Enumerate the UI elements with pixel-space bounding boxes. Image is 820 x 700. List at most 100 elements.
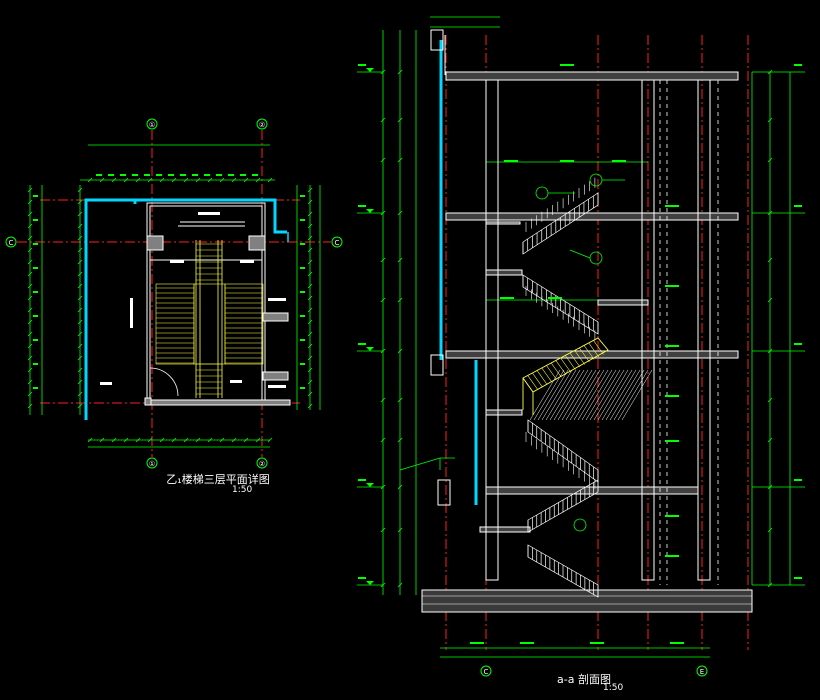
plan-glass-curtain-wall <box>84 198 289 420</box>
dimension-label <box>504 160 518 162</box>
dimension-label <box>665 555 679 557</box>
dim-tick <box>397 348 403 354</box>
hatch-line <box>621 369 653 421</box>
hatch-line <box>537 369 569 421</box>
dim-tick <box>380 117 386 123</box>
dim-tick <box>307 319 313 325</box>
dim-tick <box>767 397 773 403</box>
stair-plan-view: ① ② ① ② C C <box>5 118 343 495</box>
section-columns <box>485 79 711 581</box>
dim-tick <box>195 437 201 443</box>
dim-tick <box>307 271 313 277</box>
dim-tick <box>397 437 403 443</box>
hatch-line <box>545 369 577 421</box>
section-column-dashes <box>659 80 719 585</box>
level-label <box>358 64 366 66</box>
dim-tick <box>135 437 141 443</box>
dim-tick <box>767 157 773 163</box>
plan-axis-bubble-top-1: ① <box>146 118 158 130</box>
section-slab-hatching <box>529 369 653 421</box>
dim-tick <box>27 343 33 349</box>
dim-tick <box>183 177 189 183</box>
dim-tick <box>767 582 773 588</box>
dim-tick <box>397 397 403 403</box>
plan-core-walls <box>144 202 291 406</box>
dim-tick <box>27 319 33 325</box>
dim-tick <box>307 343 313 349</box>
plan-scale: 1:50 <box>232 485 252 495</box>
dim-tick <box>111 437 117 443</box>
dim-tick <box>307 199 313 205</box>
section-right-dimension-lines <box>751 71 805 586</box>
dim-tick <box>767 210 773 216</box>
dim-label <box>168 174 174 176</box>
dim-label <box>204 174 210 176</box>
dim-tick <box>123 177 129 183</box>
section-ground-slab <box>421 589 753 613</box>
dimension-label <box>560 64 574 66</box>
plan-axis-lines <box>17 130 331 457</box>
dim-tick <box>380 527 386 533</box>
dim-tick <box>135 177 141 183</box>
dim-tick <box>77 283 83 289</box>
svg-text:②: ② <box>259 121 265 129</box>
hatch-line <box>536 370 548 385</box>
dim-tick <box>380 297 386 303</box>
section-title: a-a 剖面图 <box>557 672 611 686</box>
stair-section-view: C E a-a 剖面图 1:50 <box>357 16 805 693</box>
dimension-label <box>520 642 534 644</box>
dim-label <box>300 219 305 221</box>
hatch-line <box>541 369 573 421</box>
section-annotations <box>470 64 684 644</box>
hatch-line <box>581 369 613 421</box>
hatch-line <box>569 352 581 368</box>
dim-tick <box>77 235 83 241</box>
plan-axis-bubble-bottom-2: ② <box>256 457 268 469</box>
section-scale: 1:50 <box>603 683 623 693</box>
dimension-label <box>665 285 679 287</box>
level-label <box>358 343 366 345</box>
dim-tick <box>307 367 313 373</box>
dim-tick <box>219 437 225 443</box>
hatch-line <box>601 369 633 421</box>
dim-tick <box>767 348 773 354</box>
dim-tick <box>77 223 83 229</box>
dim-tick <box>255 177 261 183</box>
dimension-label <box>665 345 679 347</box>
hatch-line <box>583 345 595 360</box>
dim-label <box>300 315 305 317</box>
dim-label <box>96 174 102 176</box>
section-glass-frames <box>430 29 451 506</box>
dim-tick <box>397 257 403 263</box>
section-axis-bubble-c: C <box>480 665 492 677</box>
dim-tick <box>27 211 33 217</box>
section-axis-lines <box>445 35 749 650</box>
dim-tick <box>77 247 83 253</box>
dim-tick <box>27 247 33 253</box>
hatch-line <box>588 342 600 358</box>
dim-tick <box>307 307 313 313</box>
dim-tick <box>159 177 165 183</box>
hatch-line <box>541 367 553 383</box>
dim-tick <box>767 527 773 533</box>
plan-dimension-lines <box>29 144 321 448</box>
hatch-line <box>553 369 585 421</box>
level-marker <box>366 483 374 487</box>
dim-label <box>132 174 138 176</box>
svg-text:①: ① <box>149 121 155 129</box>
dim-tick <box>397 69 403 75</box>
dim-label <box>240 174 246 176</box>
hatch-line <box>549 369 581 421</box>
hatch-line <box>569 369 601 421</box>
dim-tick <box>307 403 313 409</box>
dim-tick <box>243 177 249 183</box>
dim-tick <box>380 257 386 263</box>
dim-tick <box>27 259 33 265</box>
dim-label <box>156 174 162 176</box>
dim-tick <box>123 437 129 443</box>
dim-tick <box>243 437 249 443</box>
dim-tick <box>77 271 83 277</box>
dim-tick <box>77 187 83 193</box>
dim-tick <box>77 295 83 301</box>
